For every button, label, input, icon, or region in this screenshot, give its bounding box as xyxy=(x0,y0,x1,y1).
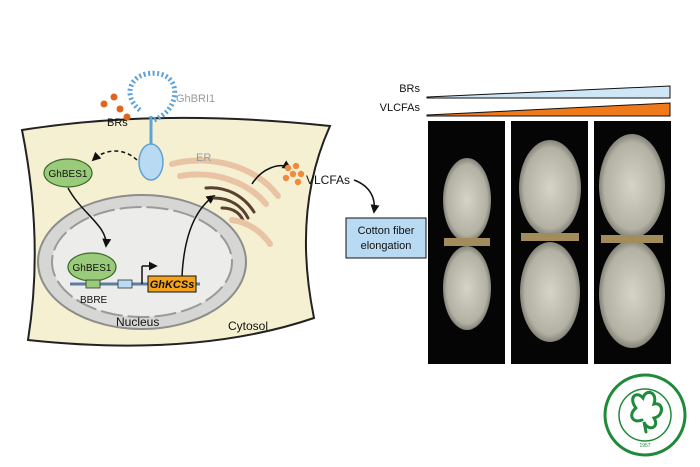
outcome-box: Cotton fiber elongation xyxy=(345,217,427,259)
er-label: ER xyxy=(196,152,211,164)
gene-box xyxy=(147,275,197,293)
brs-molecules xyxy=(100,93,131,121)
gradient-legend: BRs VLCFAs xyxy=(380,83,671,117)
fiber-photo-3 xyxy=(594,121,671,364)
seal-year: 1957 xyxy=(639,443,650,449)
elongation-arrow xyxy=(353,179,380,214)
fiber-photo-1 xyxy=(428,121,505,364)
tf-cytosol-label: GhBES1 xyxy=(49,169,88,180)
gene-label: GhKCSs xyxy=(150,279,195,291)
expression-arrow xyxy=(181,194,216,277)
nucleus-label: Nucleus xyxy=(116,315,159,329)
institute-seal: 1957 xyxy=(603,373,687,457)
fiber-photos xyxy=(428,121,671,364)
gradient-vlcfas-label: VLCFAs xyxy=(380,102,421,114)
promoter-label: BBRE xyxy=(80,295,108,306)
seal-emblem xyxy=(630,390,663,434)
signal-arrow xyxy=(91,150,138,162)
vlcfa-molecules xyxy=(282,162,305,186)
cell-diagram: GhBRI1 BRs GhBES1 GhBES1 BBRE xyxy=(20,70,380,347)
cytosol-label: Cytosol xyxy=(228,319,268,333)
gradient-vlcfas-wedge xyxy=(426,102,671,117)
translocation-arrow xyxy=(67,187,112,248)
endoplasmic-reticulum xyxy=(169,157,281,247)
gradient-brs-wedge xyxy=(426,85,671,99)
tf-nucleus-label: GhBES1 xyxy=(73,263,112,274)
brs-label: BRs xyxy=(107,117,128,129)
tf-cytosol xyxy=(43,158,93,188)
gradient-brs-label: BRs xyxy=(399,83,420,95)
vlcfas-label: VLCFAs xyxy=(306,173,350,187)
fiber-photo-2 xyxy=(511,121,588,364)
receptor-label: GhBRI1 xyxy=(176,93,215,105)
receptor-ghbri1 xyxy=(127,70,178,181)
nucleus xyxy=(37,194,247,330)
outcome-line1: Cotton fiber xyxy=(358,225,415,237)
outcome-line2: elongation xyxy=(361,240,412,252)
